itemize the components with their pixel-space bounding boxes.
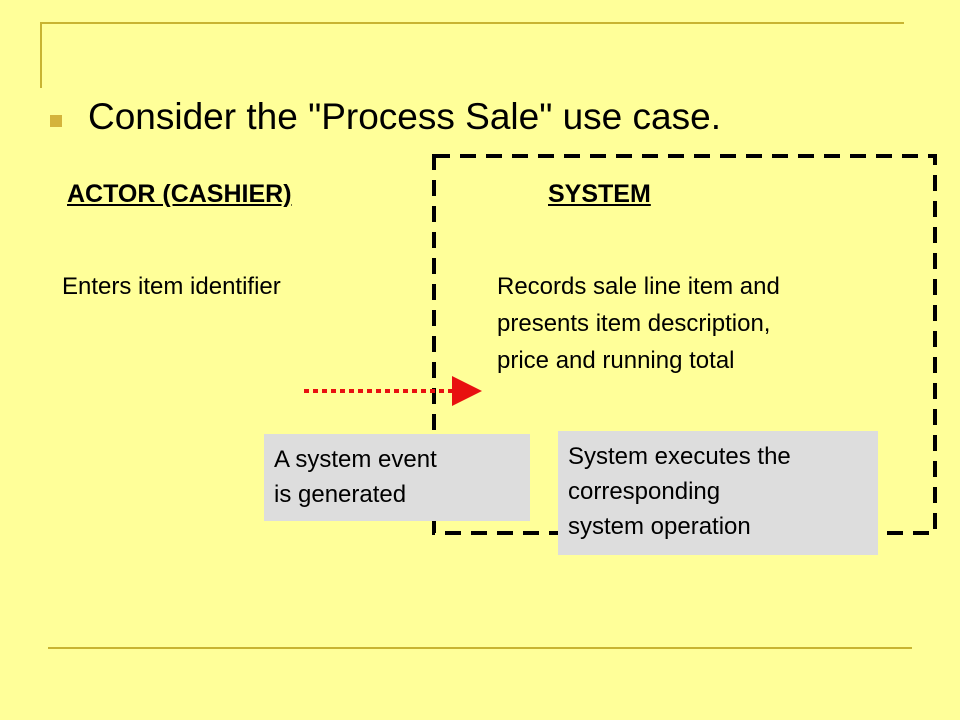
system-heading: SYSTEM	[548, 180, 651, 208]
bullet-icon	[50, 115, 62, 127]
system-event-callout: A system event is generated	[264, 434, 530, 521]
system-operation-callout: System executes the corresponding system…	[558, 431, 878, 555]
callout-line: System executes the	[568, 443, 791, 470]
system-response-line: presents item description,	[497, 310, 771, 337]
slide-title: Consider the "Process Sale" use case.	[88, 96, 721, 137]
callout-line: system operation	[568, 513, 751, 540]
callout-line: corresponding	[568, 478, 721, 505]
callout-line: A system event	[274, 446, 437, 473]
callout-line: is generated	[274, 481, 407, 508]
actor-action: Enters item identifier	[62, 273, 281, 300]
actor-heading: ACTOR (CASHIER)	[67, 180, 292, 208]
system-response: Records sale line item and presents item…	[497, 268, 780, 379]
event-arrow-head	[452, 376, 482, 406]
system-response-line: price and running total	[497, 347, 735, 374]
top-accent-line	[40, 22, 904, 24]
left-accent-line	[40, 22, 42, 88]
system-response-line: Records sale line item and	[497, 273, 780, 300]
bottom-accent-line	[48, 647, 912, 649]
